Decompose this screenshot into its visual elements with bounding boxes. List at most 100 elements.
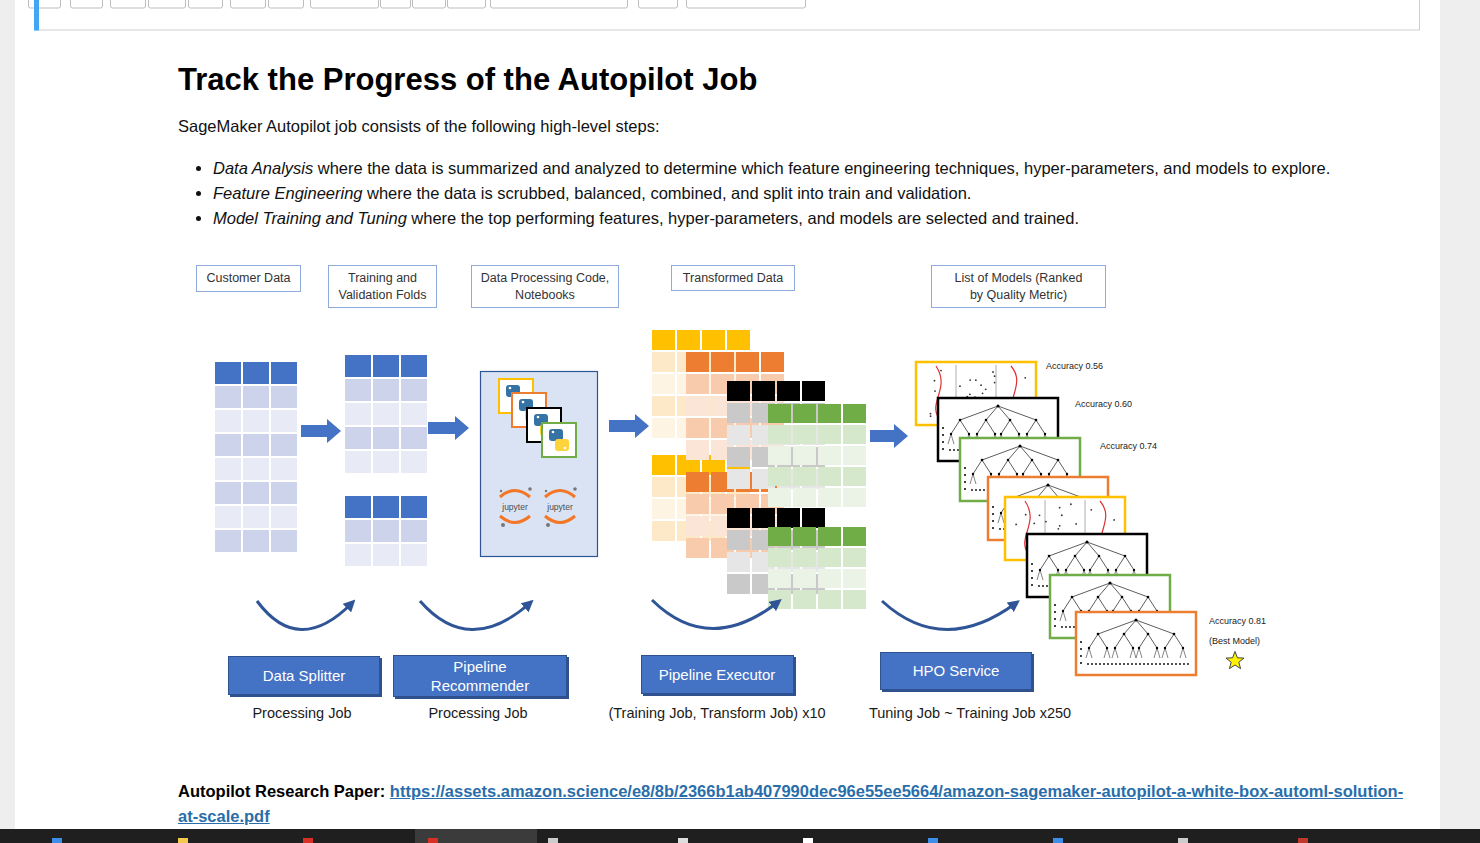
tree-node xyxy=(1031,459,1034,462)
table-cell xyxy=(727,425,750,445)
tree-branch xyxy=(1099,556,1108,570)
tree-leaf xyxy=(1115,663,1117,665)
tree-branch xyxy=(1148,597,1157,611)
table-cell xyxy=(686,396,709,416)
tree-branch xyxy=(999,460,1008,474)
table-cell xyxy=(401,427,427,449)
bullet-term: Data Analysis xyxy=(213,159,313,177)
table-cell xyxy=(752,508,775,528)
process-arrow xyxy=(652,600,778,629)
table-cell xyxy=(271,458,297,480)
table-cell xyxy=(727,530,750,550)
table-cell xyxy=(727,552,750,572)
table-cell xyxy=(686,440,709,460)
plot-dot xyxy=(1070,503,1072,505)
tree-node xyxy=(1048,473,1050,475)
bullet-item: Data Analysiswhere the data is summarize… xyxy=(213,156,1424,181)
jupyter-dot xyxy=(500,490,502,492)
taskbar-icon xyxy=(678,838,688,843)
table-cell xyxy=(373,544,399,566)
tree-branch xyxy=(1027,420,1036,434)
tree-branch xyxy=(1072,583,1110,597)
table-cell xyxy=(752,381,775,401)
tree-branch xyxy=(1075,542,1087,556)
table-cell xyxy=(686,472,709,492)
table-cell xyxy=(761,352,784,372)
tree-node xyxy=(1086,541,1089,544)
table-cell xyxy=(373,451,399,473)
table-cell xyxy=(793,404,816,423)
tree-leaf xyxy=(1054,604,1056,606)
page-title: Track the Progress of the Autopilot Job xyxy=(178,62,757,98)
node-text: Transformed Data xyxy=(683,270,783,286)
tree-node xyxy=(1123,633,1126,636)
tree-node xyxy=(950,433,952,435)
artifact-label-box: List of Models (Ranked by Quality Metric… xyxy=(931,265,1106,308)
tree-branch xyxy=(1040,570,1043,580)
table-cell xyxy=(373,379,399,401)
tree-branch xyxy=(1089,648,1092,658)
table-cell xyxy=(802,381,825,401)
tree-node xyxy=(1121,596,1124,599)
table-cell xyxy=(271,506,297,528)
body-text: SageMaker Autopilot job consists of the … xyxy=(178,115,660,137)
plot-dot xyxy=(985,388,987,390)
toolbar-button xyxy=(639,0,678,8)
tree-leaf xyxy=(1147,663,1149,665)
flow-arrow xyxy=(301,419,341,443)
plot-dot xyxy=(1113,519,1115,521)
jupyter-arc xyxy=(545,516,575,523)
table-cell xyxy=(401,496,427,518)
tree-leaf xyxy=(979,489,981,491)
tree-node xyxy=(1124,555,1127,558)
table-cell xyxy=(401,355,427,377)
table-cell xyxy=(727,330,750,350)
table-cell xyxy=(345,355,371,377)
bullet-term: Feature Engineering xyxy=(213,184,363,202)
reference-line: Autopilot Research Paper:https://assets.… xyxy=(178,779,1418,829)
tree-leaf xyxy=(1167,663,1169,665)
tree-leaf xyxy=(1151,663,1153,665)
toolbar-button xyxy=(448,0,486,8)
node-text: Customer Data xyxy=(206,270,290,286)
tree-leaf xyxy=(992,506,994,508)
toolbar-button xyxy=(71,0,103,8)
plot-dot xyxy=(980,384,982,386)
tree-leaf xyxy=(964,488,966,490)
tree-branch xyxy=(1090,556,1099,570)
tree-branch xyxy=(970,474,973,484)
table-cell xyxy=(843,404,866,423)
tree-leaf xyxy=(1054,625,1056,627)
tree-node xyxy=(1147,596,1150,599)
tree-branch xyxy=(1089,634,1098,648)
tree-leaf xyxy=(1159,663,1161,665)
tree-node xyxy=(1048,555,1051,558)
bullet-list: Data Analysiswhere the data is summarize… xyxy=(196,156,1424,231)
tree-branch xyxy=(960,406,998,420)
table-cell xyxy=(818,569,841,588)
tree-node xyxy=(1065,569,1067,571)
tree-leaf xyxy=(1163,663,1165,665)
table-cell xyxy=(768,446,791,465)
accuracy-label: Accuracy 0.74 xyxy=(1100,441,1157,451)
table-cell xyxy=(243,458,269,480)
plot-dot xyxy=(1024,377,1026,379)
tree-leaf xyxy=(1095,663,1097,665)
table-cell xyxy=(768,404,791,423)
table-cell xyxy=(345,520,371,542)
table-cell xyxy=(843,569,866,588)
toolbar-button xyxy=(311,0,379,8)
tree-leaf xyxy=(949,449,951,451)
tree-leaf xyxy=(1061,626,1063,628)
artifact-label-box: Customer Data xyxy=(196,265,301,292)
toolbar-button xyxy=(149,0,186,8)
table-cell xyxy=(793,446,816,465)
tree-node xyxy=(998,473,1000,475)
tree-branch xyxy=(986,406,998,420)
jupyter-dot xyxy=(546,523,550,527)
table-cell xyxy=(768,467,791,486)
tree-leaf xyxy=(1091,663,1093,665)
plot-dot xyxy=(969,393,971,395)
table-cell xyxy=(768,569,791,588)
tree-node xyxy=(1016,473,1018,475)
